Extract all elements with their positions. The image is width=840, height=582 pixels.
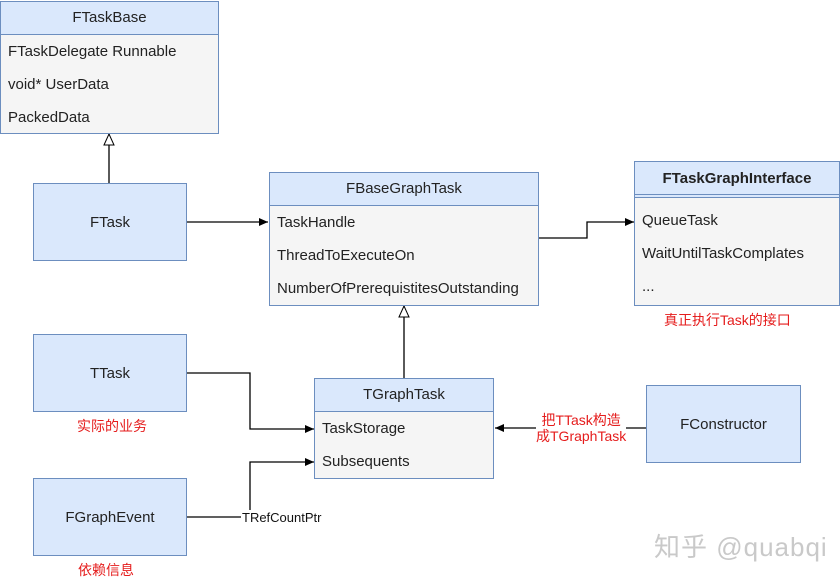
field-taskstorage: TaskStorage	[322, 420, 406, 437]
field-userdata: void* UserData	[8, 76, 109, 93]
class-tgraphtask: TGraphTask TaskStorage Subsequents	[314, 378, 494, 479]
class-fbasegraphtask: FBaseGraphTask TaskHandle ThreadToExecut…	[269, 172, 539, 306]
note-constructor-line1: 把TTask构造	[541, 412, 621, 428]
box-fconstructor-label: FConstructor	[680, 415, 767, 433]
box-ttask-label: TTask	[89, 364, 130, 382]
box-ttask: TTask	[33, 334, 187, 412]
box-fgraphevent-label: FGraphEvent	[65, 508, 155, 526]
box-ftask: FTask	[33, 183, 187, 261]
box-ftask-label: FTask	[89, 213, 130, 231]
note-interface: 真正执行Task的接口	[664, 312, 791, 328]
field-subsequents: Subsequents	[322, 453, 410, 470]
note-constructor: 把TTask构造 成TGraphTask	[536, 412, 627, 444]
box-fconstructor: FConstructor	[646, 385, 801, 463]
field-prerequisites-outstanding: NumberOfPrerequistitesOutstanding	[277, 280, 519, 297]
note-ttask: 实际的业务	[77, 418, 147, 434]
field-packeddata: PackedData	[8, 109, 90, 126]
edge-label-trefcountptr: TRefCountPtr	[241, 510, 323, 526]
field-ellipsis: ...	[642, 278, 655, 295]
class-ftaskgraphinterface: FTaskGraphInterface QueueTask WaitUntilT…	[634, 161, 840, 306]
class-fbasegraphtask-title: FBaseGraphTask	[270, 173, 538, 206]
field-waituntiltaskcomplates: WaitUntilTaskComplates	[642, 245, 804, 262]
field-queuetask: QueueTask	[642, 212, 718, 229]
edge-ttask-to-taskstorage	[187, 372, 314, 433]
class-ftaskgraphinterface-title: FTaskGraphInterface	[635, 162, 839, 198]
watermark: 知乎 @quabqi	[654, 532, 828, 562]
edge-basegraphtask-to-interface	[539, 218, 634, 239]
class-ftaskbase: FTaskBase FTaskDelegate Runnable void* U…	[0, 1, 219, 134]
field-runnable: FTaskDelegate Runnable	[8, 43, 177, 60]
edge-fgraphevent-to-subsequents	[187, 458, 314, 518]
inheritance-arrowhead-ftaskbase	[103, 132, 115, 146]
class-ftaskbase-title: FTaskBase	[1, 2, 218, 35]
field-threadtoexecuteon: ThreadToExecuteOn	[277, 247, 415, 264]
inheritance-arrowhead-fbasegraphtask	[398, 304, 410, 318]
class-tgraphtask-title: TGraphTask	[315, 379, 493, 412]
box-fgraphevent: FGraphEvent	[33, 478, 187, 556]
note-fgraphevent: 依赖信息	[78, 562, 134, 578]
field-taskhandle: TaskHandle	[277, 214, 356, 231]
note-constructor-line2: 成TGraphTask	[536, 428, 627, 444]
